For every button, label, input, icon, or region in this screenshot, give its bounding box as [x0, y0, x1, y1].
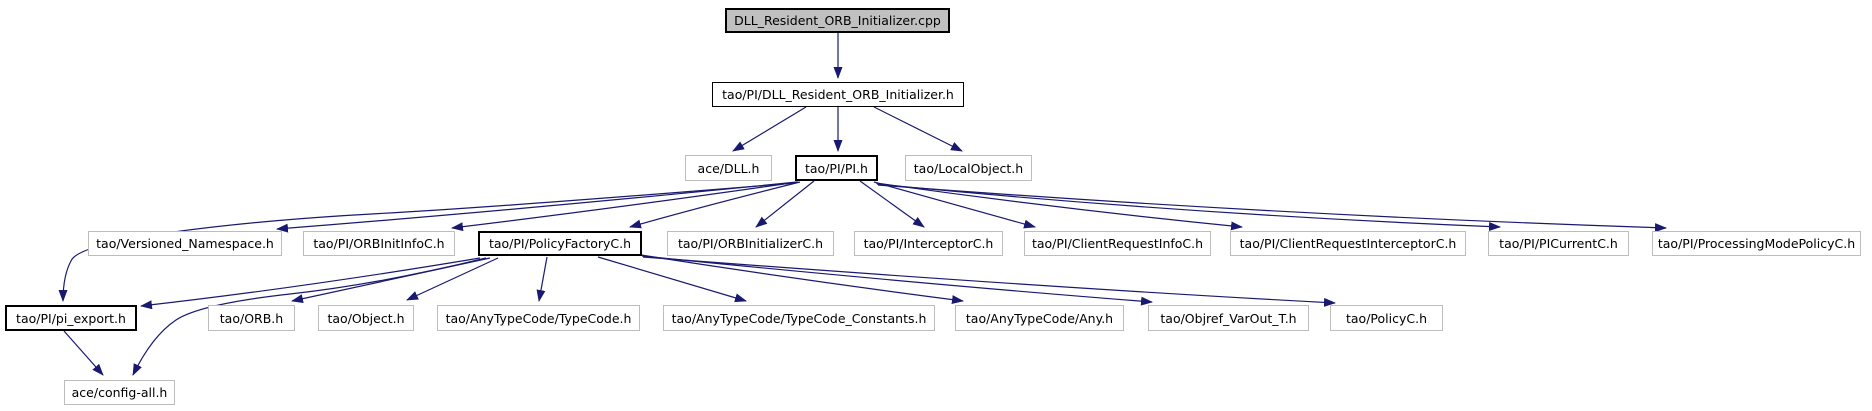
- node-pi_current[interactable]: tao/PI/PICurrentC.h: [1488, 231, 1629, 256]
- edge-pi-processing_mode_policy: [877, 184, 1667, 233]
- node-processing_mode_policy[interactable]: tao/PI/ProcessingModePolicyC.h: [1652, 231, 1861, 256]
- node-versioned_ns[interactable]: tao/Versioned_Namespace.h: [88, 231, 282, 256]
- node-cpp[interactable]: DLL_Resident_ORB_Initializer.cpp: [725, 8, 950, 33]
- edge-pi-orb_initializer: [755, 180, 815, 228]
- node-object[interactable]: tao/Object.h: [318, 305, 414, 331]
- edge-policy_factory-orb: [291, 257, 491, 304]
- node-any[interactable]: tao/AnyTypeCode/Any.h: [955, 305, 1124, 331]
- edge-policy_factory-any: [640, 254, 964, 305]
- node-ace_dll[interactable]: ace/DLL.h: [685, 155, 772, 181]
- edge-pi-client_request_info: [873, 181, 1036, 229]
- node-config_all[interactable]: ace/config-all.h: [64, 380, 175, 405]
- edge-policy_factory-typecode: [536, 256, 548, 302]
- edge-pi-versioned_ns: [276, 181, 798, 233]
- node-orb_initializer[interactable]: tao/PI/ORBInitializerC.h: [667, 231, 834, 256]
- edge-policy_factory-typecode_constants: [597, 256, 747, 303]
- node-policy_factory[interactable]: tao/PI/PolicyFactoryC.h: [478, 231, 642, 256]
- edge-policy_factory-object: [406, 257, 499, 301]
- node-main_h[interactable]: tao/PI/DLL_Resident_ORB_Initializer.h: [712, 82, 964, 107]
- node-local_object[interactable]: tao/LocalObject.h: [905, 155, 1032, 181]
- edge-policy_factory-pi_export: [140, 257, 481, 310]
- node-pi[interactable]: tao/PI/PI.h: [795, 155, 878, 181]
- node-interceptor[interactable]: tao/PI/InterceptorC.h: [854, 231, 1003, 256]
- edge-pi-pi_current: [876, 183, 1501, 232]
- node-client_request_info[interactable]: tao/PI/ClientRequestInfoC.h: [1024, 231, 1211, 256]
- edge-pi_export-config_all: [63, 330, 104, 376]
- node-orb[interactable]: tao/ORB.h: [208, 305, 295, 331]
- edge-policy_factory-objref_varout: [641, 255, 1153, 306]
- node-client_request_interceptor[interactable]: tao/PI/ClientRequestInterceptorC.h: [1230, 231, 1466, 256]
- edge-pi-client_request_interceptor: [875, 182, 1243, 231]
- node-pi_export[interactable]: tao/PI/pi_export.h: [5, 305, 137, 331]
- node-objref_varout[interactable]: tao/Objref_VarOut_T.h: [1148, 305, 1309, 331]
- edge-pi-policy_factory: [629, 181, 801, 229]
- node-typecode[interactable]: tao/AnyTypeCode/TypeCode.h: [437, 305, 640, 331]
- edge-policy_factory-policyc: [642, 256, 1336, 307]
- node-policyc[interactable]: tao/PolicyC.h: [1330, 305, 1443, 331]
- edge-main_h-local_object: [873, 106, 963, 152]
- edge-policy_factory-config_all: [132, 257, 487, 376]
- edge-main_h-ace_dll: [732, 106, 807, 152]
- node-typecode_constants[interactable]: tao/AnyTypeCode/TypeCode_Constants.h: [663, 305, 935, 331]
- edge-pi-orb_init_info: [451, 181, 799, 232]
- node-orb_init_info[interactable]: tao/PI/ORBInitInfoC.h: [303, 231, 455, 256]
- edge-pi-interceptor: [859, 180, 925, 228]
